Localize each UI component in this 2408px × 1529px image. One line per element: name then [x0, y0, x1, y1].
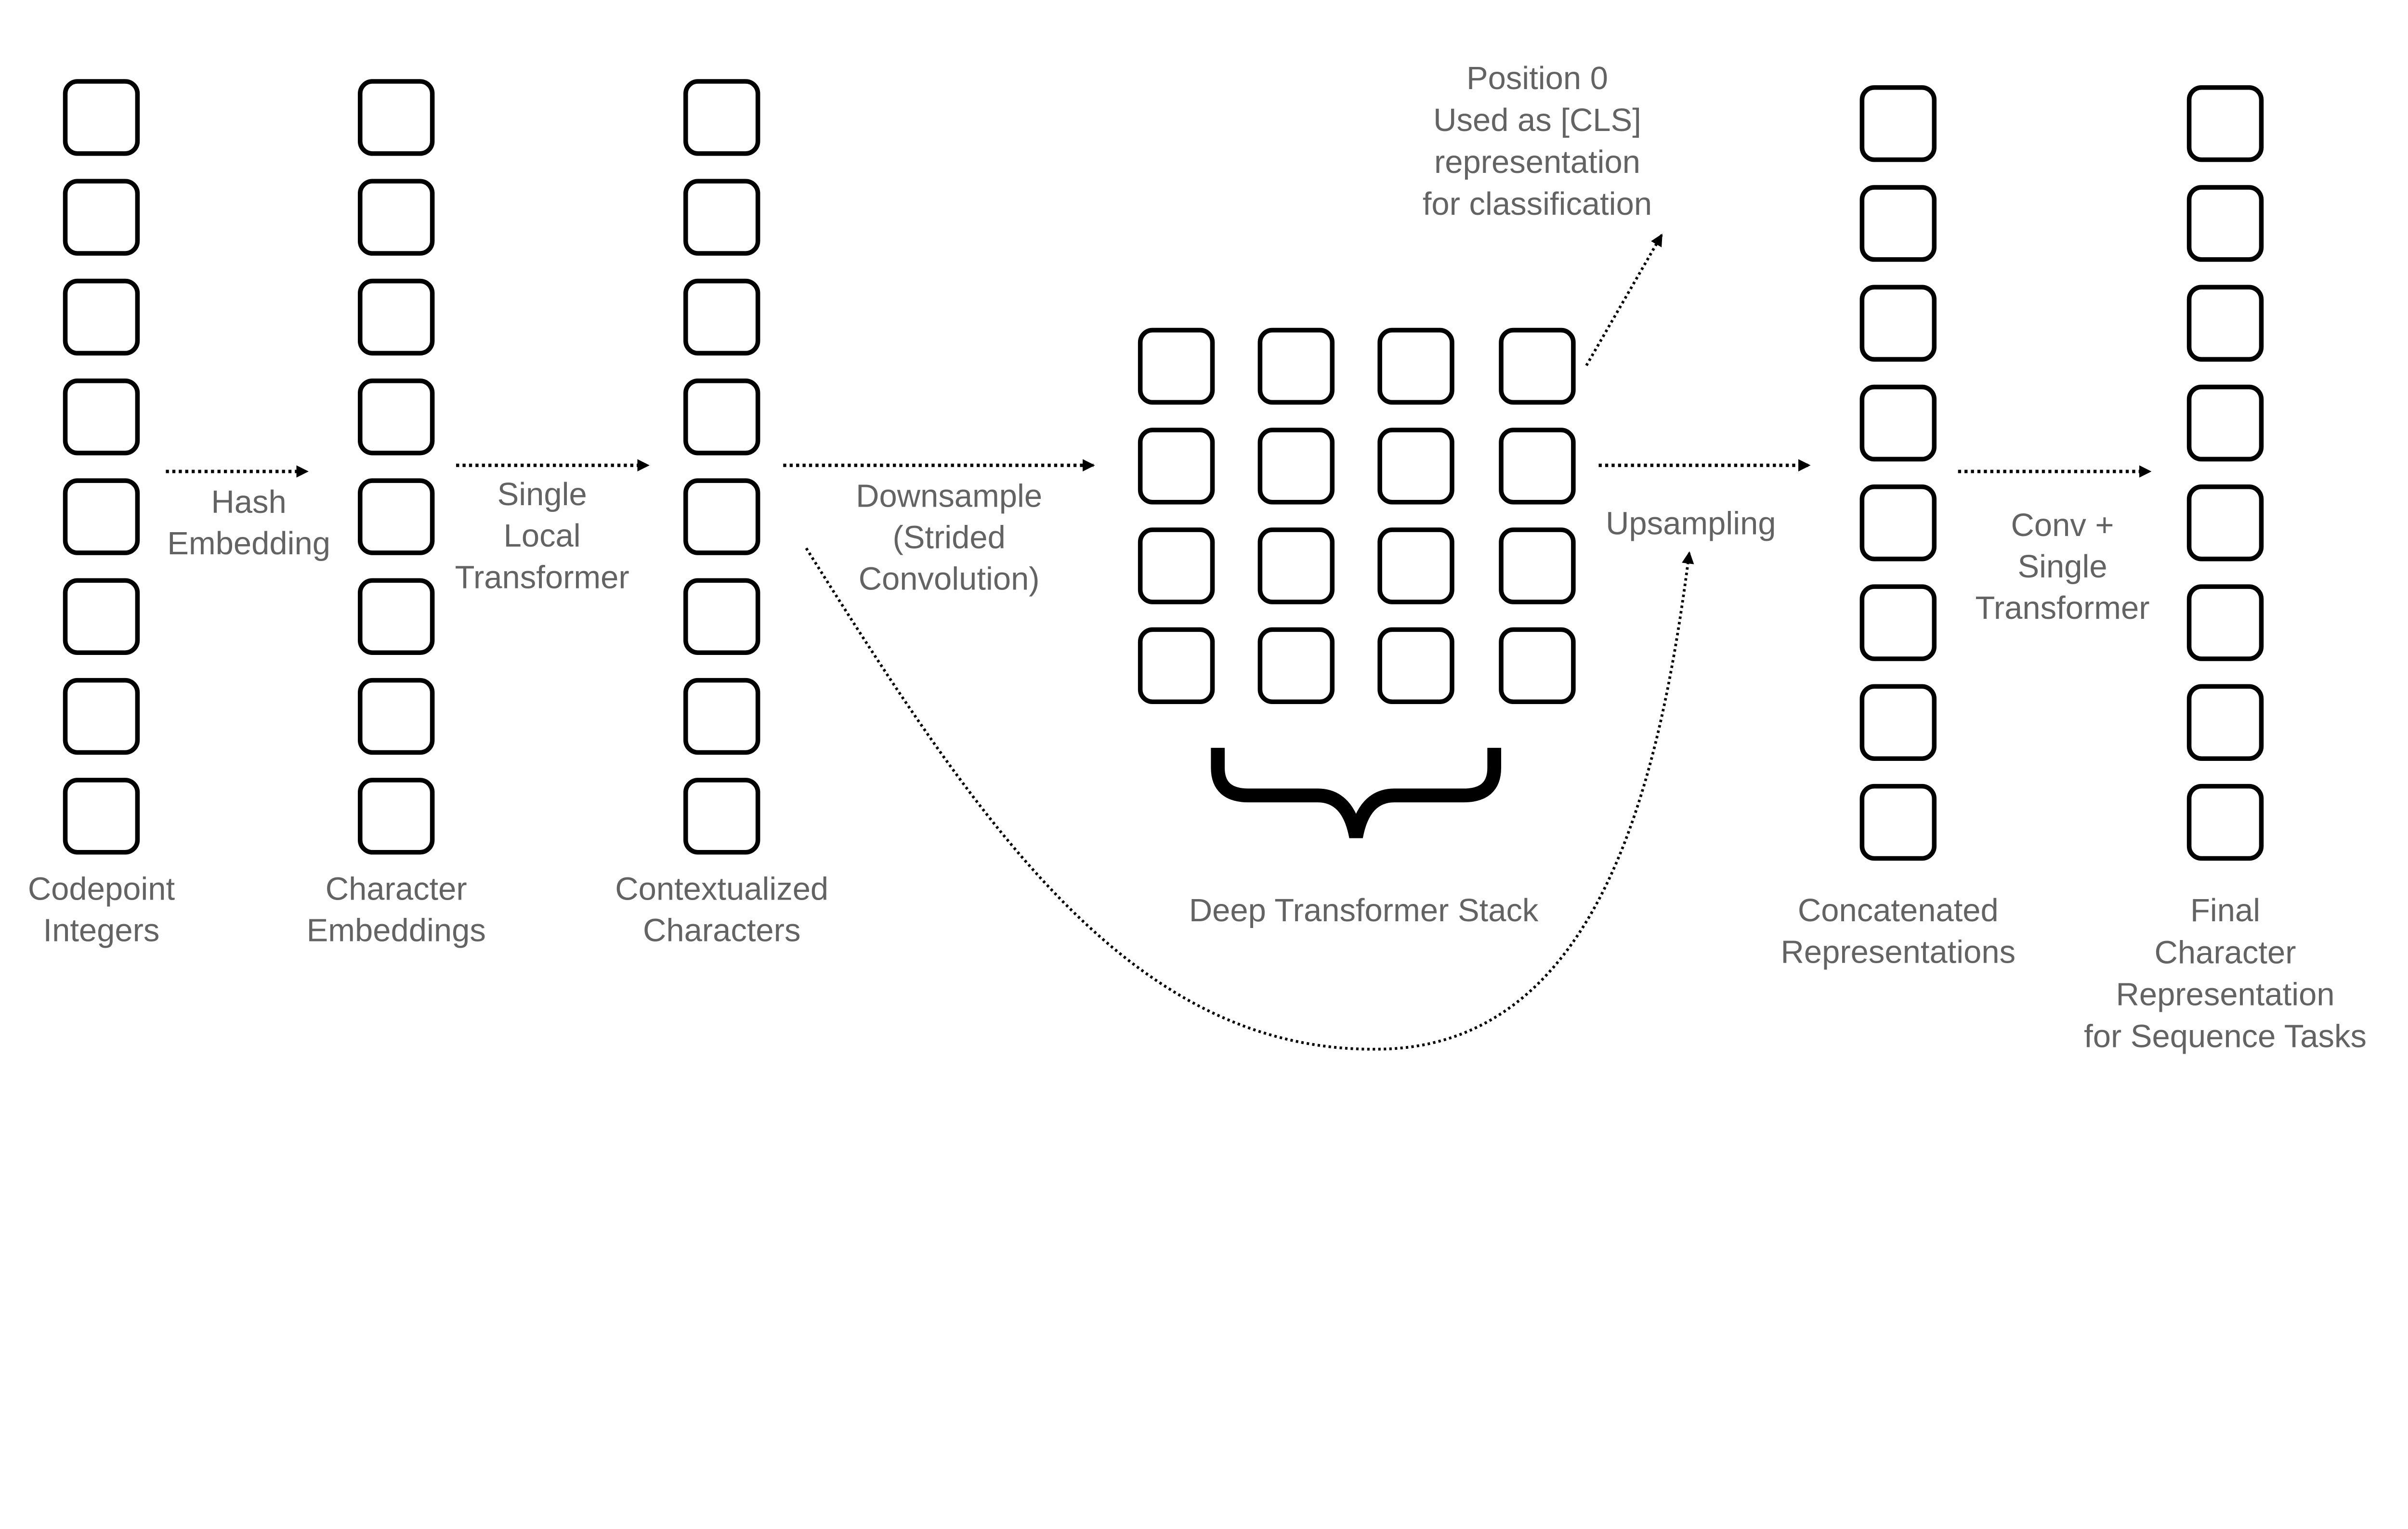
character-embedding-box: [357, 678, 435, 755]
deep-transformer-box: [1257, 327, 1335, 405]
deep-label: Deep Transformer Stack: [1189, 892, 1539, 928]
final-representation-box: [2186, 185, 2264, 262]
deep-transformer-box: [1499, 627, 1576, 705]
downsample-label: (Strided: [892, 519, 1005, 555]
contextualized-label: Contextualized: [615, 871, 828, 907]
final-label: Character: [2155, 934, 2296, 970]
concatenated-representation-box: [1859, 285, 1937, 362]
local-label: Local: [504, 518, 581, 554]
local-label: Single: [497, 476, 587, 512]
codepoint-label: Codepoint: [28, 871, 175, 907]
contextualized-label: Characters: [643, 913, 800, 949]
final-representation-box: [2186, 584, 2264, 661]
concatenated-representation-box: [1859, 684, 1937, 761]
hash-label: Embedding: [167, 525, 330, 562]
downsample-label: Downsample: [856, 478, 1042, 514]
deep-transformer-box: [1138, 428, 1215, 505]
concatenated-representation-box: [1859, 85, 1937, 162]
codepoint-box: [63, 678, 140, 755]
contextualized-character-box: [683, 379, 760, 456]
contextualized-character-box: [683, 778, 760, 855]
conv-label: Conv +: [2011, 507, 2114, 543]
codepoint-box: [63, 278, 140, 356]
concatenated-representation-box: [1859, 185, 1937, 262]
conv-label: Single: [2017, 549, 2107, 585]
concatenated-representation-box: [1859, 384, 1937, 462]
concat-label: Representations: [1781, 934, 2016, 970]
deep-transformer-box: [1377, 327, 1454, 405]
contextualized-character-box: [683, 478, 760, 555]
concatenated-representation-box: [1859, 484, 1937, 562]
cls-label: representation: [1434, 144, 1640, 180]
character-embedding-box: [357, 79, 435, 156]
character-embedding-box: [357, 778, 435, 855]
contextualized-character-box: [683, 179, 760, 256]
codepoint-box: [63, 478, 140, 555]
final-label: Representation: [2116, 976, 2334, 1012]
character-embedding-box: [357, 278, 435, 356]
char-emb-label: Embeddings: [307, 913, 486, 949]
deep-transformer-box: [1257, 627, 1335, 705]
concatenated-representation-box: [1859, 784, 1937, 861]
deep-transformer-box: [1499, 327, 1576, 405]
codepoint-label: Integers: [43, 913, 159, 949]
contextualized-character-box: [683, 79, 760, 156]
residual-skip-arrow: [805, 547, 1694, 1051]
deep-transformer-box: [1377, 428, 1454, 505]
cls-arrow: [1585, 234, 1663, 366]
deep-transformer-box: [1257, 527, 1335, 604]
final-representation-box: [2186, 285, 2264, 362]
cls-label: Used as [CLS]: [1433, 102, 1641, 138]
conv-label: Transformer: [1975, 590, 2149, 626]
deep-transformer-box: [1499, 428, 1576, 505]
char-emb-label: Character: [326, 871, 467, 907]
cls-label: for classification: [1423, 186, 1652, 222]
deep-transformer-box: [1138, 527, 1215, 604]
local-label: Transformer: [455, 559, 629, 595]
final-representation-box: [2186, 484, 2264, 562]
codepoint-box: [63, 179, 140, 256]
deep-transformer-box: [1377, 527, 1454, 604]
canine-architecture-diagram: CodepointIntegersCharacterEmbeddingsCont…: [28, 60, 2367, 1054]
downsample-label: Convolution): [859, 561, 1040, 597]
codepoint-box: [63, 578, 140, 655]
final-representation-box: [2186, 384, 2264, 462]
upsampling-label: Upsampling: [1606, 506, 1776, 542]
deep-transformer-box: [1138, 627, 1215, 705]
codepoint-box: [63, 778, 140, 855]
character-embedding-box: [357, 478, 435, 555]
codepoint-box: [63, 379, 140, 456]
concat-label: Concatenated: [1798, 892, 1999, 928]
character-embedding-box: [357, 179, 435, 256]
brace-icon: [1211, 747, 1502, 838]
contextualized-character-box: [683, 578, 760, 655]
hash-label: Hash: [211, 484, 286, 520]
cls-label: Position 0: [1466, 60, 1608, 96]
final-representation-box: [2186, 684, 2264, 761]
codepoint-box: [63, 79, 140, 156]
final-label: Final: [2190, 892, 2260, 928]
concatenated-representation-box: [1859, 584, 1937, 661]
deep-transformer-box: [1257, 428, 1335, 505]
box-group: [63, 79, 2264, 861]
contextualized-character-box: [683, 678, 760, 755]
deep-transformer-box: [1138, 327, 1215, 405]
label-group: CodepointIntegersCharacterEmbeddingsCont…: [28, 60, 2367, 1054]
deep-transformer-box: [1377, 627, 1454, 705]
final-representation-box: [2186, 85, 2264, 162]
deep-transformer-box: [1499, 527, 1576, 604]
character-embedding-box: [357, 578, 435, 655]
final-representation-box: [2186, 784, 2264, 861]
character-embedding-box: [357, 379, 435, 456]
contextualized-character-box: [683, 278, 760, 356]
final-label: for Sequence Tasks: [2084, 1018, 2367, 1054]
